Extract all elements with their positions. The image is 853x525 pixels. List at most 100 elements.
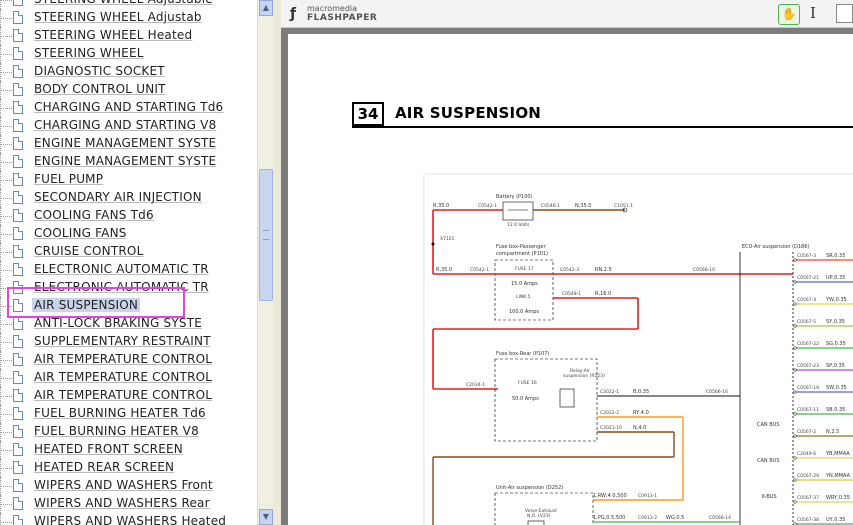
- tree-connector: [0, 162, 12, 163]
- tree-connector: [0, 198, 12, 199]
- scroll-down-button[interactable]: ▼: [259, 509, 273, 525]
- tree-connector: [0, 234, 12, 235]
- section-number: 34: [352, 102, 384, 126]
- tree-connector: [0, 468, 12, 469]
- ecu-pin-7: C0567-11: [797, 407, 819, 413]
- ecu-wire-label-12: UY,0.35: [826, 517, 845, 523]
- outline-item-wipers-and-washers-front-27[interactable]: WIPERS AND WASHERS Front: [0, 477, 257, 495]
- ecu-wire-label-0: SR,0.35: [826, 253, 845, 259]
- outline-item-label: HEATED FRONT SCREEN: [34, 442, 183, 456]
- outline-item-air-temperature-control-21[interactable]: AIR TEMPERATURE CONTROL: [0, 369, 257, 387]
- outline-item-charging-and-starting-td6-6[interactable]: CHARGING AND STARTING Td6: [0, 99, 257, 117]
- tree-connector: [0, 342, 12, 343]
- ecu-wire-label-10: YN,MMAA: [825, 473, 851, 479]
- tree-connector: [0, 360, 12, 361]
- outline-item-label: WIPERS AND WASHERS Heated: [34, 514, 227, 525]
- valve-label: Valve-Exhaust: [525, 508, 557, 514]
- tree-connector: [0, 108, 12, 109]
- toolbar-option-box[interactable]: [836, 4, 853, 23]
- outline-item-engine-management-syste-9[interactable]: ENGINE MANAGEMENT SYSTE: [0, 153, 257, 171]
- ecu-pin-dot-1: [793, 280, 797, 284]
- battery-label: Battery (P100): [496, 194, 533, 200]
- ecu-pin-dot-6: [793, 390, 797, 394]
- wire-label-upg: 1,PG,0.5,500: [593, 515, 625, 521]
- fusebox-rear-box: [494, 358, 598, 442]
- outline-item-label: ELECTRONIC AUTOMATIC TR: [34, 262, 209, 276]
- page-icon: [13, 389, 23, 402]
- outline-item-steering-wheel-heated-2[interactable]: STEERING WHEEL Heated: [0, 27, 257, 45]
- conn-c0913: C0913-1: [638, 493, 657, 499]
- ecu-wire-label-7: SB,0.35: [826, 407, 845, 413]
- page-icon: [13, 371, 23, 384]
- text-cursor-icon[interactable]: I: [810, 4, 816, 22]
- outline-item-air-suspension-17[interactable]: AIR SUSPENSION: [0, 297, 257, 315]
- wire-label-rwa: 1,RW,4.0,500: [593, 493, 627, 499]
- outline-item-heated-front-screen-25[interactable]: HEATED FRONT SCREEN: [0, 441, 257, 459]
- scroll-thumb[interactable]: [259, 169, 273, 301]
- outline-item-heated-rear-screen-26[interactable]: HEATED REAR SCREEN: [0, 459, 257, 477]
- document-viewer[interactable]: 34 AIR SUSPENSION Battery (P100) 12.0 Vo…: [281, 28, 853, 525]
- outline-item-wipers-and-washers-rear-28[interactable]: WIPERS AND WASHERS Rear: [0, 495, 257, 513]
- outline-item-cooling-fans-13[interactable]: COOLING FANS: [0, 225, 257, 243]
- outline-item-wipers-and-washers-heated-29[interactable]: WIPERS AND WASHERS Heated: [0, 513, 257, 525]
- relay-label-2: suspension (R123): [563, 373, 605, 379]
- ground-point: [622, 207, 628, 213]
- document-outline-pane: STEERING WHEEL AdjustableSTEERING WHEEL …: [0, 0, 257, 525]
- outline-item-label: SUPPLEMENTARY RESTRAINT: [34, 334, 211, 348]
- outline-item-label: ENGINE MANAGEMENT SYSTE: [34, 154, 217, 168]
- scroll-up-button[interactable]: ▲: [259, 0, 273, 16]
- outline-item-label: ENGINE MANAGEMENT SYSTE: [34, 136, 217, 150]
- flashpaper-logo-icon: ƒ: [290, 6, 297, 22]
- page-icon: [13, 191, 23, 204]
- tree-connector: [0, 288, 12, 289]
- outline-item-fuel-pump-10[interactable]: FUEL PUMP: [0, 171, 257, 189]
- outline-item-fuel-burning-heater-td6-23[interactable]: FUEL BURNING HEATER Td6: [0, 405, 257, 423]
- outline-scrollbar[interactable]: ▲ ▼: [257, 0, 273, 525]
- outline-item-charging-and-starting-v8-7[interactable]: CHARGING AND STARTING V8: [0, 117, 257, 135]
- outline-item-diagnostic-socket-4[interactable]: DIAGNOSTIC SOCKET: [0, 63, 257, 81]
- relay-box: [559, 388, 575, 408]
- outline-item-engine-management-syste-8[interactable]: ENGINE MANAGEMENT SYSTE: [0, 135, 257, 153]
- tree-connector: [0, 378, 12, 379]
- page-icon: [13, 407, 23, 420]
- outline-item-air-temperature-control-20[interactable]: AIR TEMPERATURE CONTROL: [0, 351, 257, 369]
- ecu-wire-label-4: SG,0.35: [826, 341, 846, 347]
- hand-icon[interactable]: ✋: [778, 4, 800, 25]
- outline-item-anti-lock-braking-syste-18[interactable]: ANTI-LOCK BRAKING SYSTE: [0, 315, 257, 333]
- outline-item-steering-wheel-adjustab-1[interactable]: STEERING WHEEL Adjustab: [0, 9, 257, 27]
- outline-item-supplementary-restraint-19[interactable]: SUPPLEMENTARY RESTRAINT: [0, 333, 257, 351]
- tree-connector: [0, 306, 12, 307]
- ecu-pin-0: C0567-3: [797, 253, 816, 259]
- outline-item-air-temperature-control-22[interactable]: AIR TEMPERATURE CONTROL: [0, 387, 257, 405]
- page-icon: [13, 29, 23, 42]
- fuse-b-name: FUSE 16: [518, 380, 537, 386]
- outline-item-cooling-fans-td6-12[interactable]: COOLING FANS Td6: [0, 207, 257, 225]
- wire-label-ry4: RY,4.0: [633, 410, 649, 416]
- outline-item-steering-wheel-3[interactable]: STEERING WHEEL: [0, 45, 257, 63]
- ecu-label: ECU-Air suspension (D186): [742, 244, 809, 250]
- document-page: 34 AIR SUSPENSION Battery (P100) 12.0 Vo…: [288, 34, 853, 525]
- page-icon: [13, 317, 23, 330]
- ecu-pin-dot-12: [793, 522, 797, 525]
- tree-connector: [0, 36, 12, 37]
- conn-c0542b: C0542-1: [470, 267, 489, 273]
- title-rule: [352, 126, 853, 128]
- ecu-pin-8: C0567-2: [797, 429, 816, 435]
- outline-item-secondary-air-injection-11[interactable]: SECONDARY AIR INJECTION: [0, 189, 257, 207]
- outline-item-fuel-burning-heater-v8-24[interactable]: FUEL BURNING HEATER V8: [0, 423, 257, 441]
- outline-item-steering-wheel-adjustable-0[interactable]: STEERING WHEEL Adjustable: [0, 0, 257, 9]
- outline-item-label: AIR SUSPENSION: [32, 298, 141, 312]
- outline-item-body-control-unit-5[interactable]: BODY CONTROL UNIT: [0, 81, 257, 99]
- page-icon: [13, 155, 23, 168]
- page-icon: [13, 443, 23, 456]
- wire-label-rn25: RN,2.5: [595, 267, 612, 273]
- page-icon: [13, 479, 23, 492]
- outline-item-cruise-control-14[interactable]: CRUISE CONTROL: [0, 243, 257, 261]
- outline-item-label: DIAGNOSTIC SOCKET: [34, 64, 165, 78]
- outline-item-electronic-automatic-tr-15[interactable]: ELECTRONIC AUTOMATIC TR: [0, 261, 257, 279]
- outline-item-label: BODY CONTROL UNIT: [34, 82, 166, 96]
- bus-label-2: K-BUS: [762, 494, 777, 500]
- ecu-wire-label-11: WRY,0.35: [826, 495, 850, 501]
- ecu-pin-1: C0567-21: [797, 275, 819, 281]
- pane-splitter[interactable]: [273, 0, 281, 525]
